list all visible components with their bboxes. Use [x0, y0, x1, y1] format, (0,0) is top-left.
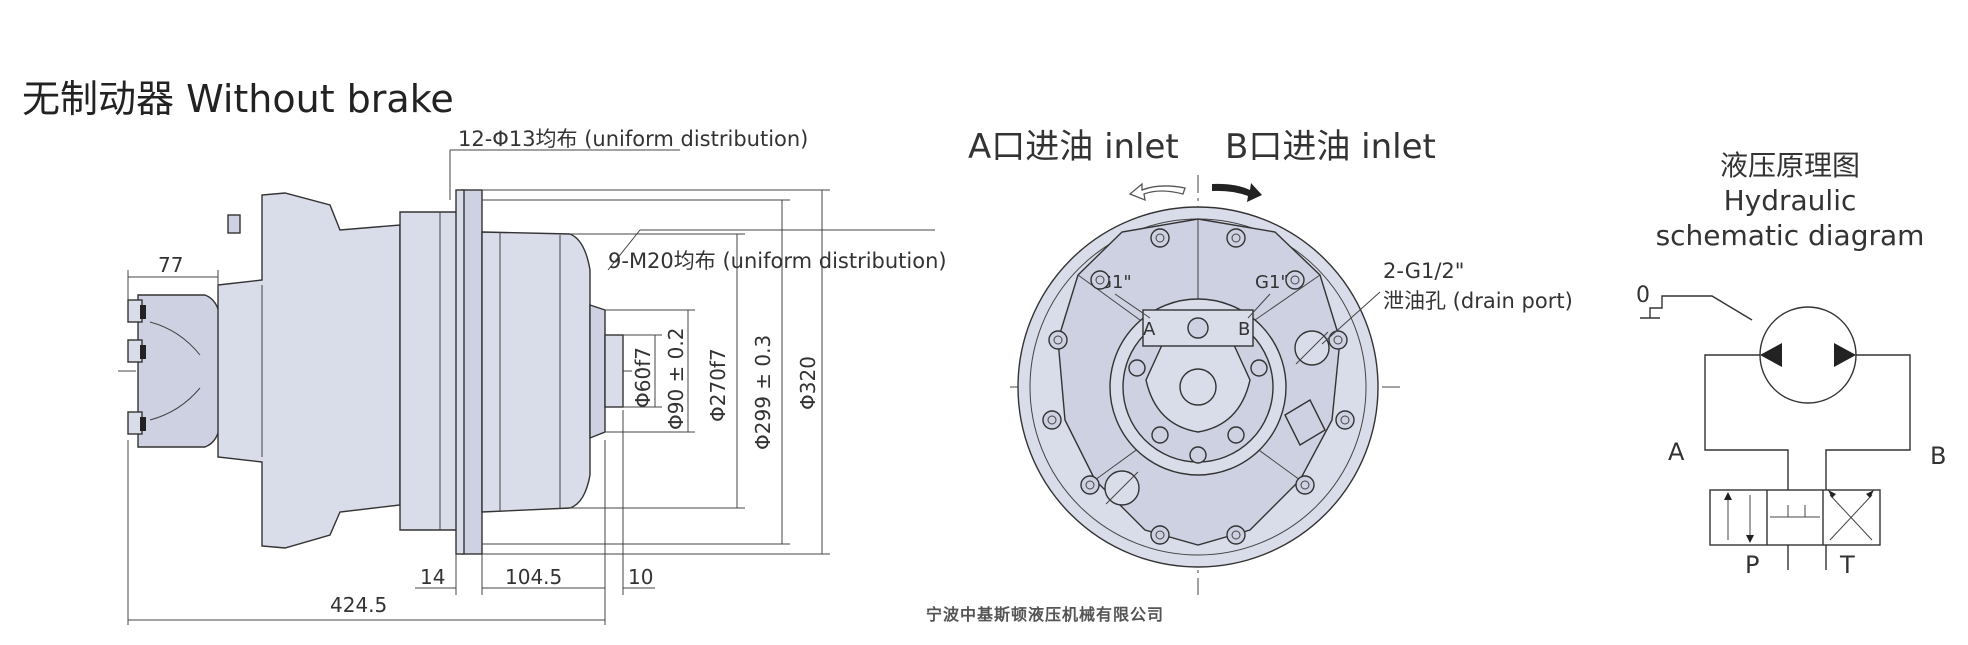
motor-triangle-left-icon: [1760, 343, 1782, 367]
a-inlet-label: A口进油 inlet: [968, 127, 1179, 167]
port-fitting-mid: [127, 339, 143, 363]
port-fitting-bottom: [127, 411, 143, 435]
line-b: [1825, 354, 1911, 490]
fitting-mark-2: [140, 345, 146, 359]
drain-line-label: 0: [1636, 283, 1650, 308]
schematic-title-en-2: schematic diagram: [1656, 219, 1925, 252]
directional-valve: [1709, 489, 1881, 546]
flange-bolt-holes: [1042, 228, 1355, 545]
company-footer: 宁波中基斯顿液压机械有限公司: [926, 605, 1164, 624]
dim-phi320: Φ320: [796, 356, 820, 410]
side-view: 12-Φ13均布 (uniform distribution) 9-M20均布 …: [118, 127, 947, 625]
port-a-label: A: [1143, 319, 1156, 340]
bolt-hole-label: 12-Φ13均布 (uniform distribution): [458, 127, 808, 151]
line-a: [1704, 354, 1789, 490]
schematic-title-en-1: Hydraulic: [1724, 184, 1857, 217]
mounting-flange: [461, 189, 483, 555]
port-a-schematic-label: A: [1668, 438, 1685, 466]
rotation-arrow-cw-icon: [1212, 183, 1262, 202]
port-g1-right-label: G1": [1255, 272, 1289, 293]
hydraulic-schematic: 液压原理图 Hydraulic schematic diagram 0 A B: [1636, 149, 1946, 579]
dim-10: 10: [628, 565, 653, 589]
rotor-body: [481, 231, 591, 513]
dim-77: 77: [158, 253, 183, 277]
page-title: 无制动器 Without brake: [22, 77, 454, 121]
side-dimension-lines: [127, 149, 935, 625]
housing-plug: [227, 214, 241, 234]
hub-bolt-holes: [1128, 359, 1268, 464]
port-b-schematic-label: B: [1930, 442, 1946, 470]
motor-housing: [217, 192, 401, 549]
motor-triangle-right-icon: [1834, 343, 1856, 367]
valve-cap: [137, 294, 221, 448]
shaft-center: [1179, 368, 1217, 406]
dim-14: 14: [420, 565, 445, 589]
dim-phi90: Φ90 ± 0.2: [664, 328, 688, 430]
dim-424-5: 424.5: [330, 593, 387, 617]
output-spigot: [589, 304, 606, 440]
fitting-mark-1: [140, 305, 146, 319]
middle-body: [399, 211, 463, 531]
port-t-label: T: [1839, 551, 1855, 579]
flange-rim: [455, 189, 465, 555]
drain-port-label: 泄油孔 (drain port): [1383, 289, 1573, 313]
dim-104-5: 104.5: [505, 565, 562, 589]
output-shaft: [604, 334, 624, 408]
side-plug: [1284, 399, 1326, 446]
drain-leader: [1321, 291, 1381, 345]
schematic-title-cn: 液压原理图: [1720, 149, 1860, 182]
port-p-label: P: [1745, 551, 1759, 579]
dim-phi299: Φ299 ± 0.3: [751, 335, 775, 450]
port-center-plug: [1187, 317, 1209, 339]
b-inlet-label: B口进油 inlet: [1225, 127, 1436, 167]
port-fitting-top: [127, 299, 143, 323]
rotation-arrow-ccw-icon: [1128, 182, 1186, 202]
port-b-label: B: [1238, 319, 1250, 340]
drain-line: [1649, 295, 1753, 321]
dim-phi60: Φ60f7: [631, 347, 655, 408]
fitting-mark-3: [140, 417, 146, 431]
drain-size-label: 2-G1/2": [1383, 259, 1464, 283]
dim-phi270: Φ270f7: [706, 348, 730, 422]
valve-cap-contour: [149, 321, 201, 421]
thread-hole-label: 9-M20均布 (uniform distribution): [608, 249, 947, 273]
front-view: A口进油 inlet B口进油 inlet A B G1" G1": [968, 127, 1573, 595]
